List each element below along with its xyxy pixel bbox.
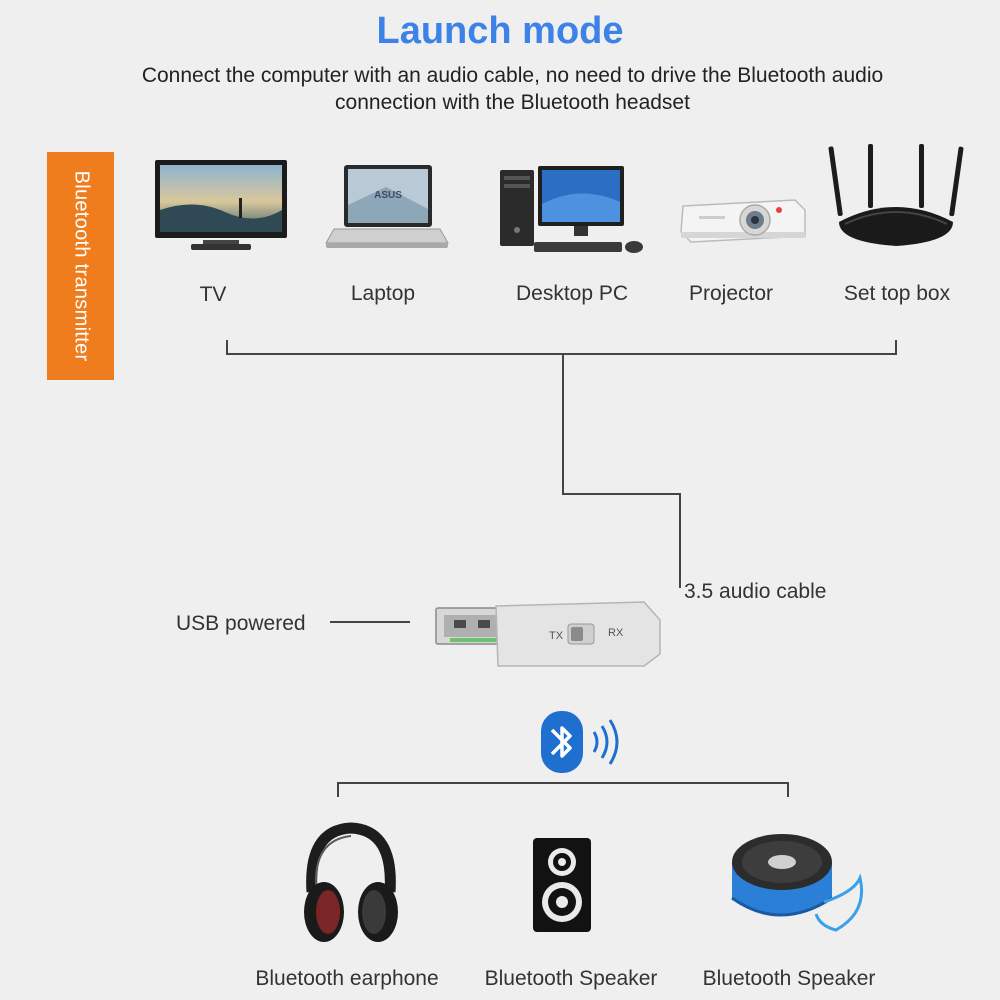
- laptop-logo: ASUS: [374, 190, 402, 201]
- source-label-set-top-box: Set top box: [843, 282, 951, 305]
- usb-transmitter-device: [435, 601, 661, 667]
- source-label-laptop: Laptop: [350, 282, 416, 305]
- output-label-earphone: Bluetooth earphone: [255, 967, 439, 990]
- source-label-tv: TV: [199, 283, 227, 306]
- subtitle-line-1: Connect the computer with an audio cable…: [141, 64, 884, 87]
- headphones-icon: [304, 822, 398, 942]
- source-label-desktop-pc: Desktop PC: [515, 282, 629, 305]
- speaker-icon: [533, 838, 591, 932]
- usb-label: USB powered: [176, 612, 306, 635]
- bluetooth-icon: [541, 711, 619, 773]
- output-label-portable-speaker: Bluetooth Speaker: [702, 967, 876, 990]
- page-title: Launch mode: [376, 10, 624, 52]
- switch-tx-label: TX: [549, 630, 564, 642]
- projector-icon: [680, 199, 806, 243]
- source-label-projector: Projector: [688, 282, 774, 305]
- output-label-speaker: Bluetooth Speaker: [484, 967, 658, 990]
- desktop-pc-icon: [500, 166, 643, 253]
- cable-label: 3.5 audio cable: [684, 580, 827, 603]
- tv-icon: [155, 160, 287, 250]
- switch-rx-label: RX: [608, 627, 624, 639]
- router-icon: [828, 144, 964, 246]
- page-subtitle: Connect the computer with an audio cable…: [80, 62, 945, 116]
- bluetooth-transmitter-tag: Bluetooth transmitter: [47, 152, 114, 380]
- portable-speaker-icon: [731, 834, 864, 932]
- laptop-icon: ASUS: [325, 165, 449, 248]
- subtitle-line-2: connection with the Bluetooth headset: [335, 91, 690, 114]
